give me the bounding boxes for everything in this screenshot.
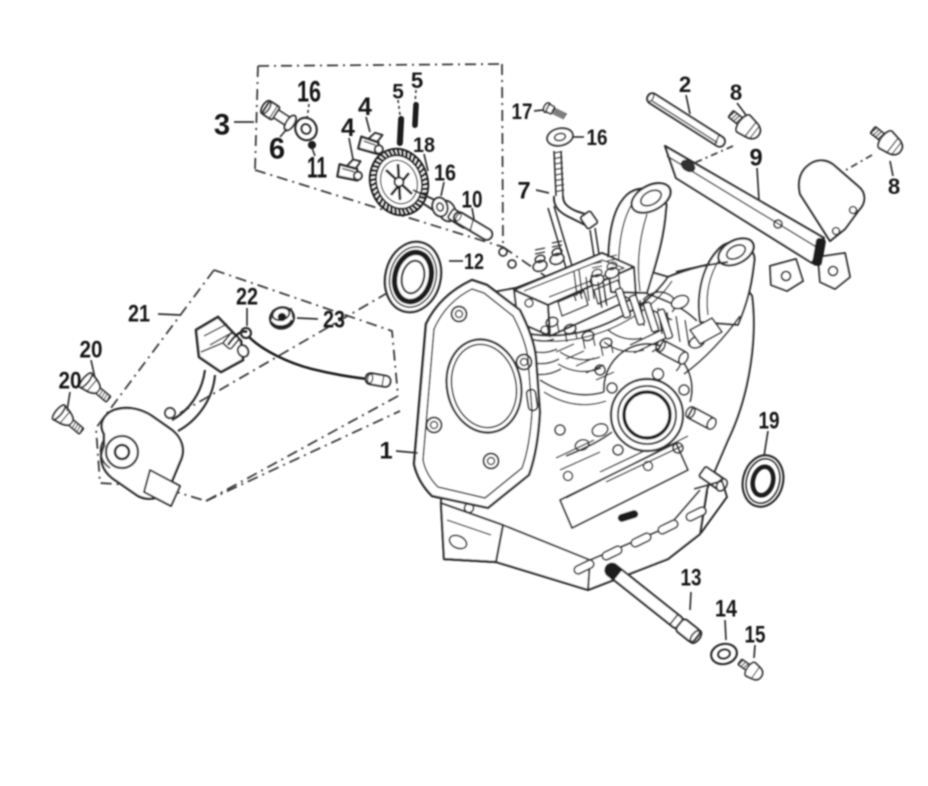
- svg-text:5: 5: [392, 81, 404, 104]
- svg-text:1: 1: [379, 439, 392, 465]
- svg-text:12: 12: [464, 249, 484, 274]
- svg-text:2: 2: [679, 72, 691, 97]
- svg-text:13: 13: [681, 566, 702, 592]
- svg-text:7: 7: [517, 179, 530, 205]
- svg-text:8: 8: [730, 80, 742, 105]
- svg-text:20: 20: [80, 338, 103, 364]
- svg-text:16: 16: [434, 159, 456, 185]
- svg-text:16: 16: [587, 125, 608, 150]
- svg-text:20: 20: [59, 369, 82, 395]
- svg-text:4: 4: [341, 114, 355, 142]
- svg-text:19: 19: [759, 409, 780, 435]
- svg-text:15: 15: [745, 623, 766, 649]
- svg-text:9: 9: [749, 146, 762, 172]
- svg-text:17: 17: [512, 99, 533, 124]
- svg-text:23: 23: [323, 308, 345, 334]
- svg-text:16: 16: [297, 77, 321, 109]
- svg-text:8: 8: [888, 174, 900, 199]
- svg-text:6: 6: [269, 134, 285, 166]
- svg-text:4: 4: [358, 93, 372, 121]
- svg-text:11: 11: [307, 153, 327, 185]
- svg-text:3: 3: [214, 110, 230, 142]
- svg-text:5: 5: [411, 68, 423, 93]
- svg-text:18: 18: [413, 133, 435, 157]
- svg-text:21: 21: [128, 302, 150, 328]
- svg-text:22: 22: [236, 285, 258, 311]
- svg-text:14: 14: [715, 597, 737, 623]
- svg-text:10: 10: [462, 188, 483, 214]
